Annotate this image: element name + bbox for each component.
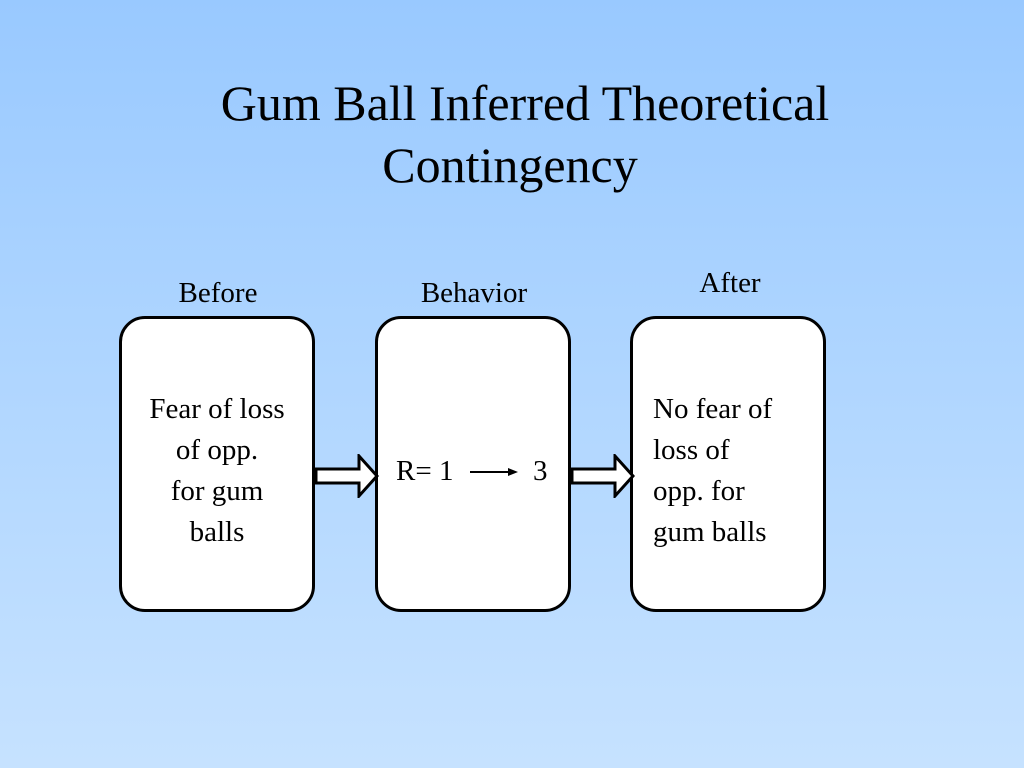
- before-text-line-3: for gum: [170, 475, 264, 507]
- behavior-box: R= 1 3: [375, 316, 571, 612]
- behavior-header: Behavior: [420, 277, 528, 309]
- after-text-line-1: No fear of: [653, 393, 773, 425]
- behavior-rate-right: 3: [533, 455, 548, 487]
- after-box: No fear of loss of opp. for gum balls: [630, 316, 826, 612]
- behavior-rate-left: R= 1: [396, 455, 454, 487]
- after-text-line-2: loss of: [653, 434, 730, 466]
- before-to-behavior-arrow-icon: [315, 454, 379, 498]
- after-header: After: [699, 267, 761, 299]
- behavior-to-after-arrow-icon: [571, 454, 635, 498]
- slide-title: Gum Ball Inferred Theoretical Contingenc…: [0, 72, 1024, 196]
- after-text-line-4: gum balls: [653, 516, 767, 548]
- slide-title-line-2: Contingency: [382, 137, 638, 193]
- before-header: Before: [178, 277, 258, 309]
- rate-change-arrow-icon: [470, 468, 518, 476]
- before-text-line-2: of opp.: [175, 434, 259, 466]
- after-box-text: No fear of loss of opp. for gum balls: [653, 389, 823, 553]
- before-box-text: Fear of loss of opp. for gum balls: [122, 389, 312, 553]
- before-text-line-1: Fear of loss: [149, 393, 285, 425]
- after-text-line-3: opp. for: [653, 475, 745, 507]
- before-text-line-4: balls: [189, 516, 245, 548]
- before-box: Fear of loss of opp. for gum balls: [119, 316, 315, 612]
- slide-title-line-1: Gum Ball Inferred Theoretical: [220, 75, 830, 131]
